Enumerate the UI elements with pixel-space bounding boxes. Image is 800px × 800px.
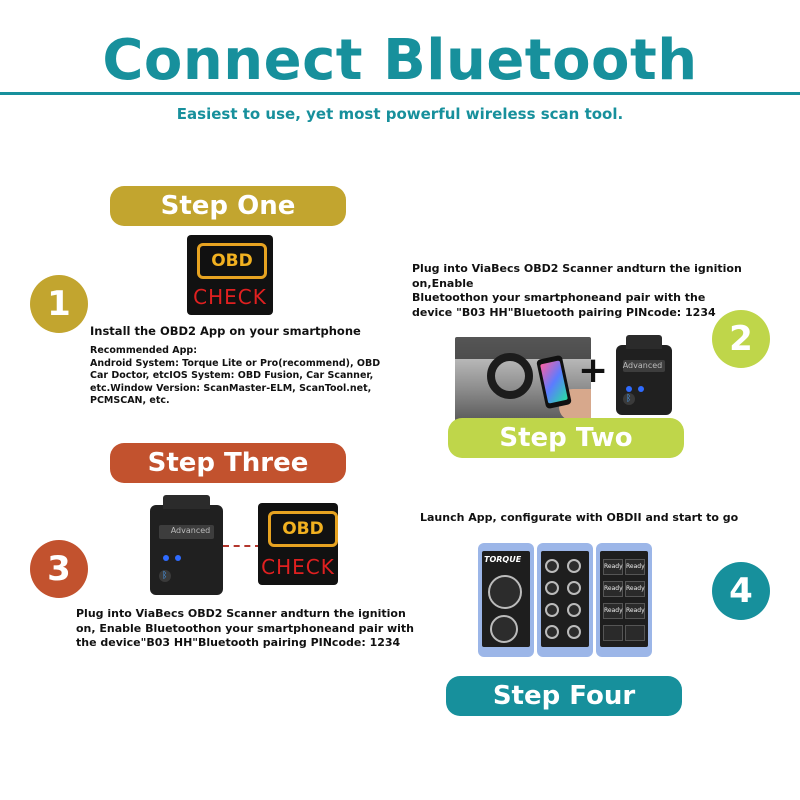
ready-status-tile	[603, 625, 623, 641]
gauge-icon	[567, 559, 581, 573]
gauge-icon	[567, 625, 581, 639]
ready-status: Ready	[603, 581, 623, 597]
title-divider	[0, 92, 800, 95]
page-title: Connect Bluetooth	[102, 28, 698, 93]
step-four-label: Step Four	[492, 681, 636, 711]
car-dashboard-image	[455, 337, 591, 421]
obd-check-icon: OBD CHECK	[187, 235, 273, 315]
device-indicator-lights	[626, 377, 650, 396]
plus-sign: +	[578, 350, 609, 391]
step-three-number: 3	[47, 549, 71, 589]
step-three-text: Plug into ViaBecs OBD2 Scanner andturn t…	[76, 607, 415, 649]
step-three-label: Step Three	[147, 448, 309, 478]
step-one-number-badge: 1	[30, 275, 88, 333]
device-label: Advanced	[158, 524, 215, 540]
device-indicator-lights	[163, 546, 187, 565]
ready-status-tile	[625, 625, 645, 641]
device-label: Advanced	[622, 360, 666, 372]
torque-app-title: TORQUE	[484, 555, 522, 564]
ready-status: Ready	[603, 559, 623, 575]
step-four-number: 4	[729, 571, 753, 611]
step-two-number: 2	[729, 319, 753, 359]
step-two-label: Step Two	[499, 423, 633, 453]
steering-wheel-icon	[487, 353, 533, 399]
bluetooth-icon: ᛒ	[622, 393, 635, 406]
step-two-banner: Step Two	[448, 418, 684, 458]
device-plug	[163, 495, 210, 509]
ready-status: Ready	[603, 603, 623, 619]
gauge-icon	[545, 559, 559, 573]
step-one-number: 1	[47, 284, 71, 324]
engine-warning-icon: OBD	[197, 243, 267, 279]
step-one-heading: Install the OBD2 App on your smartphone	[90, 324, 361, 338]
phone-screen-torque: TORQUE	[478, 543, 534, 657]
step-three-banner: Step Three	[110, 443, 346, 483]
phone-screen-ready: Ready Ready Ready Ready Ready Ready	[596, 543, 652, 657]
obd-check-icon-step-three: OBD CHECK	[258, 503, 338, 585]
engine-warning-icon: OBD	[268, 511, 338, 547]
step-one-details: Recommended App: Android System: Torque …	[90, 345, 381, 406]
step-four-text: Launch App, configurate with OBDII and s…	[420, 511, 739, 524]
ready-status: Ready	[625, 603, 645, 619]
ready-status: Ready	[625, 559, 645, 575]
page-subtitle: Easiest to use, yet most powerful wirele…	[176, 105, 624, 123]
step-one-label: Step One	[160, 191, 296, 221]
connection-dashed-line	[223, 545, 261, 547]
ready-status: Ready	[625, 581, 645, 597]
step-one-banner: Step One	[110, 186, 346, 226]
phone-screen-gauges	[537, 543, 593, 657]
obd-device-image-step-three: Advanced ᛒ	[150, 495, 223, 595]
device-plug	[626, 335, 662, 349]
check-label: CHECK	[193, 285, 267, 309]
step-two-text: Plug into ViaBecs OBD2 Scanner andturn t…	[412, 262, 742, 319]
rpm-gauge-icon	[490, 615, 518, 643]
step-four-banner: Step Four	[446, 676, 682, 716]
dashboard-shape	[455, 337, 591, 359]
step-two-number-badge: 2	[712, 310, 770, 368]
gauge-icon	[545, 625, 559, 639]
step-four-number-badge: 4	[712, 562, 770, 620]
bluetooth-icon: ᛒ	[158, 570, 171, 583]
check-label: CHECK	[261, 555, 335, 579]
gauge-icon	[545, 603, 559, 617]
gauge-icon	[567, 603, 581, 617]
speed-gauge-icon	[488, 575, 522, 609]
gauge-icon	[567, 581, 581, 595]
gauge-icon	[545, 581, 559, 595]
step-three-number-badge: 3	[30, 540, 88, 598]
smartphone-icon	[536, 354, 572, 410]
obd-device-image-step-two: Advanced ᛒ	[616, 335, 672, 415]
